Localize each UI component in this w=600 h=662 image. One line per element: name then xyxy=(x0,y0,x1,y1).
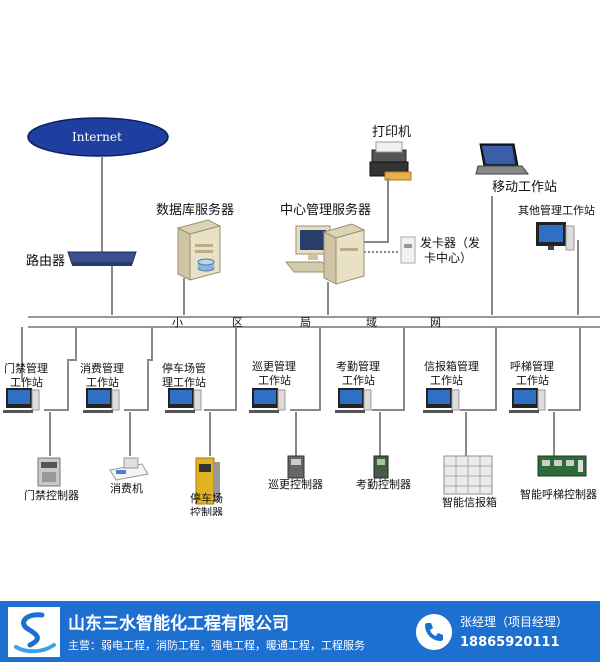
device-label: 控制器 xyxy=(190,506,223,516)
business-scope: 主营：弱电工程，消防工程，强电工程，暖通工程，工程服务 xyxy=(68,639,365,652)
pos-machine-icon xyxy=(109,457,149,481)
device-label: 停车场 xyxy=(190,492,223,505)
station-label: 停车场管 xyxy=(162,362,206,375)
lan-char: 局 xyxy=(300,316,311,329)
lan-char: 小 xyxy=(172,316,183,329)
device-links xyxy=(49,412,555,456)
station-label: 理工作站 xyxy=(162,376,206,389)
elevator-controller-icon xyxy=(537,455,587,477)
phone-icon xyxy=(416,614,452,650)
router-device xyxy=(67,251,137,266)
station-label: 信报箱管理 xyxy=(424,360,479,373)
laptop-icon xyxy=(475,143,529,175)
company-logo xyxy=(8,607,60,657)
company-name: 山东三水智能化工程有限公司 xyxy=(68,614,289,634)
printer-label: 打印机 xyxy=(372,125,412,140)
device-label: 考勤控制器 xyxy=(356,478,411,491)
company-banner: 山东三水智能化工程有限公司 主营：弱电工程，消防工程，强电工程，暖通工程，工程服… xyxy=(0,601,600,662)
contact-person: 张经理（项目经理） xyxy=(460,615,569,629)
lan-char: 区 xyxy=(232,316,243,329)
device-label: 门禁控制器 xyxy=(24,489,79,502)
mobile-station-label: 移动工作站 xyxy=(492,180,558,195)
lan-char: 域 xyxy=(366,316,377,329)
device-label: 消费机 xyxy=(110,482,143,495)
center-server-label: 中心管理服务器 xyxy=(280,203,372,218)
station-computers xyxy=(3,388,546,413)
device-label: 智能呼梯控制器 xyxy=(520,488,597,501)
card-issuer-icon xyxy=(400,236,416,264)
station-label: 消费管理 xyxy=(80,362,124,375)
station-label: 工作站 xyxy=(10,376,43,389)
printer-link xyxy=(364,178,389,243)
station-label: 考勤管理 xyxy=(336,360,380,373)
station-label: 工作站 xyxy=(430,374,463,387)
db-server-label: 数据库服务器 xyxy=(156,203,235,218)
router-label: 路由器 xyxy=(26,254,66,269)
station-label: 工作站 xyxy=(258,374,291,387)
device-label: 智能信报箱 xyxy=(442,496,497,509)
attendance-controller-icon xyxy=(373,455,389,479)
station-label: 工作站 xyxy=(516,374,549,387)
access-controller-icon xyxy=(37,457,61,487)
station-links xyxy=(21,327,581,411)
phone-number[interactable]: 18865920111 xyxy=(460,635,560,650)
device-label: 巡更控制器 xyxy=(268,478,323,491)
station-label: 工作站 xyxy=(342,374,375,387)
patrol-controller-icon xyxy=(287,455,305,479)
card-issuer-label-1: 发卡器（发 xyxy=(420,236,481,250)
station-label: 门禁管理 xyxy=(4,362,48,375)
internet-label: Internet xyxy=(72,130,122,144)
center-server-icon xyxy=(284,223,366,285)
station-label: 呼梯管理 xyxy=(510,360,554,373)
network-diagram xyxy=(3,117,600,505)
smart-mailbox-icon xyxy=(443,455,493,495)
other-station-label: 其他管理工作站 xyxy=(518,204,595,217)
station-label: 工作站 xyxy=(86,376,119,389)
card-issuer-label-2: 卡中心） xyxy=(424,251,473,265)
printer-icon xyxy=(369,141,412,181)
parking-controller-icon xyxy=(195,457,220,505)
other-station-icon xyxy=(536,222,575,251)
lan-char: 网 xyxy=(430,316,441,329)
station-label: 巡更管理 xyxy=(252,360,296,373)
db-server-icon xyxy=(176,219,222,281)
internet-cloud xyxy=(27,117,169,157)
